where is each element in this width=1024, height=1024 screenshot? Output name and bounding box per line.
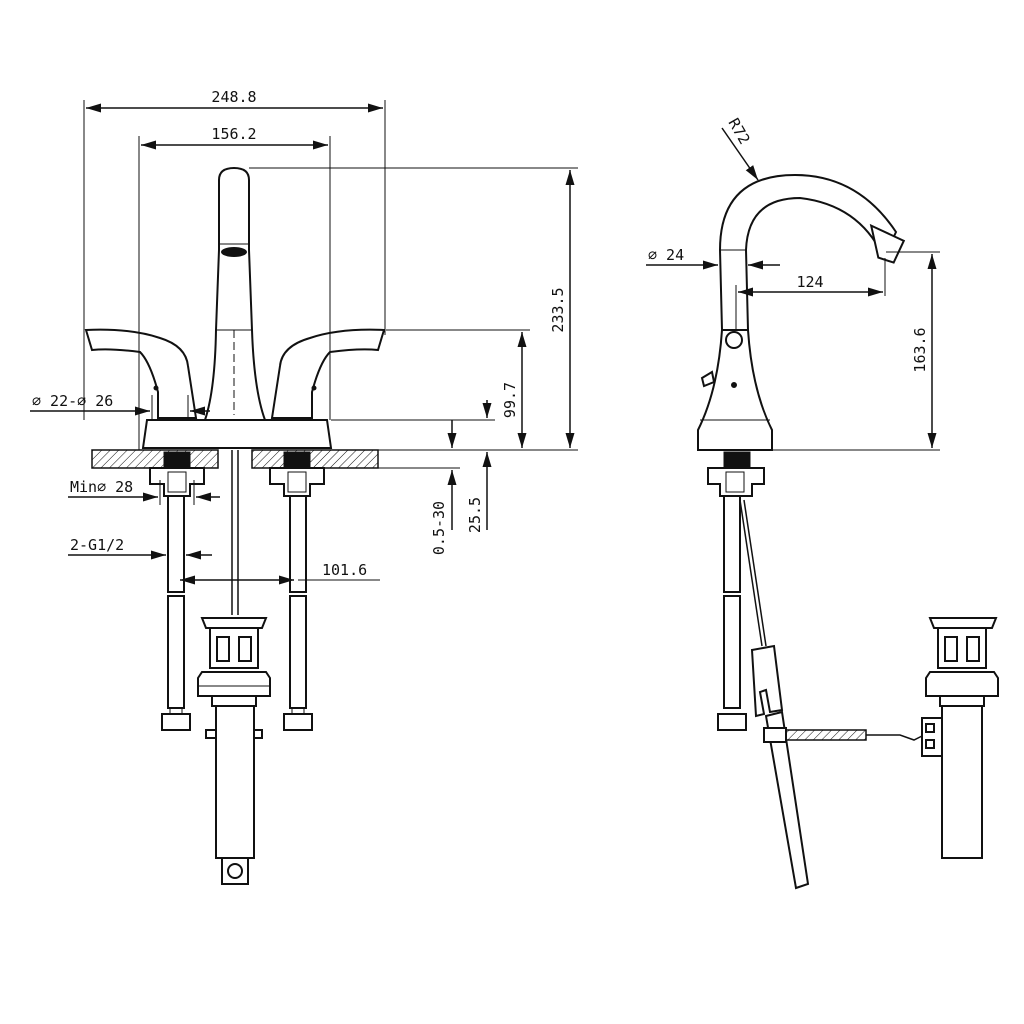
dim-spout-height: 163.6 [911,327,929,372]
gooseneck-spout [718,173,898,331]
dim-overall-width: 248.8 [211,88,256,106]
dim-spout-diameter: ∅ 24 [648,246,684,264]
dim-hose-spacing: 101.6 [322,561,367,579]
pivot-rod-lift [764,710,810,890]
dim-height: 233.5 [549,287,567,332]
dim-handle-height: 99.7 [501,382,519,418]
deck-hatched-right [251,449,379,469]
deck-hatched [91,449,219,469]
left-hose-lower [167,595,185,709]
drain-tailpiece [215,705,255,859]
side-mounting-nut [707,467,765,497]
right-mounting-nut [269,467,325,497]
dim-base-height: 25.5 [466,497,484,533]
dim-reach: 124 [796,273,823,291]
aerator [221,247,247,257]
dim-center-width: 156.2 [211,125,256,143]
right-hose [289,495,307,593]
pivot-rod [785,729,867,741]
clevis-strap [750,644,784,718]
left-hose [167,495,185,593]
dim-radius: R72 [725,115,754,147]
dim-hole-diameter: ∅ 22-∅ 26 [32,392,113,410]
left-mounting-nut [149,467,205,497]
right-hose-lower [289,595,307,709]
dim-thread: 2-G1/2 [70,536,124,554]
right-handle [270,328,386,419]
dim-deck-thickness: 0.5-30 [430,501,448,555]
drain-flange-nut [197,671,271,697]
spout-body [203,166,267,421]
dim-min-diameter: Min∅ 28 [70,478,133,496]
left-handle [84,328,198,419]
drain-stopper [200,617,268,629]
side-drain-tailpiece [941,705,983,859]
front-view: 248.8 156.2 233.5 99.7 ∅ 22-∅ 26 Min∅ 28… [30,88,578,885]
base-plate [141,419,333,449]
side-hose [723,495,741,593]
side-view: R72 ∅ 24 124 163.6 [646,115,999,890]
